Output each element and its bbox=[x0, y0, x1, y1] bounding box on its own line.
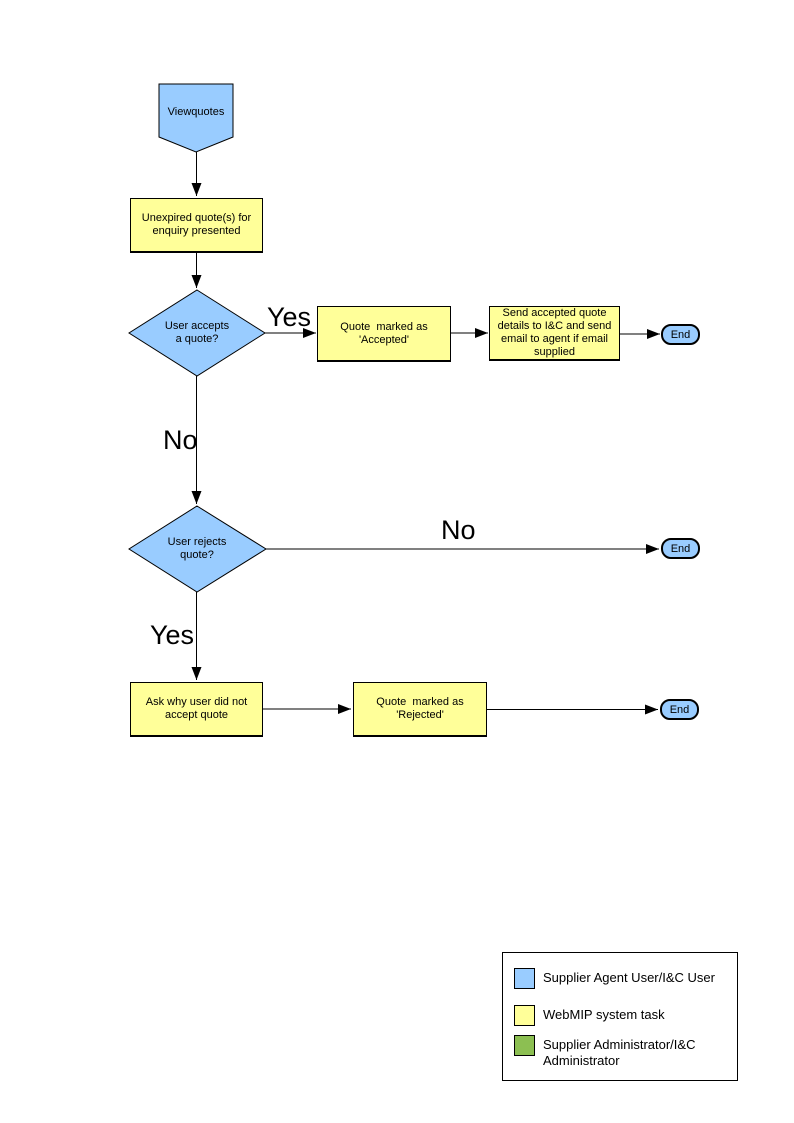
legend-label-supplier-administrator: Supplier Administrator/I&C Administrator bbox=[543, 1037, 696, 1068]
ask-why-task: Ask why user did not accept quote bbox=[130, 682, 263, 737]
legend-swatch-supplier-agent-user bbox=[514, 968, 535, 989]
legend-swatch-webmip-system-task bbox=[514, 1005, 535, 1026]
start-off-page-connector-shape bbox=[158, 83, 234, 153]
legend-label-supplier-agent-user: Supplier Agent User/I&C User bbox=[543, 970, 715, 985]
legend-label-webmip-system-task: WebMIP system task bbox=[543, 1007, 665, 1022]
end-terminator-2: End bbox=[661, 538, 700, 559]
legend-swatch-supplier-administrator bbox=[514, 1035, 535, 1056]
end-terminator-3: End bbox=[660, 699, 699, 720]
edge-label-accept-yes: Yes bbox=[267, 302, 312, 332]
send-details-task: Send accepted quote details to I&C and s… bbox=[489, 306, 620, 361]
legend: Supplier Agent User/I&C User WebMIP syst… bbox=[502, 952, 738, 1081]
edge-label-reject-yes: Yes bbox=[150, 620, 195, 650]
quote-accepted-task: Quote marked as 'Accepted' bbox=[317, 306, 451, 362]
decision-accept-diamond bbox=[128, 289, 266, 377]
present-quotes-task: Unexpired quote(s) for enquiry presented bbox=[130, 198, 263, 253]
end-terminator-1: End bbox=[661, 324, 700, 345]
edge-label-accept-no: No bbox=[163, 425, 198, 455]
edge-label-reject-no: No bbox=[441, 515, 476, 545]
quote-rejected-task: Quote marked as 'Rejected' bbox=[353, 682, 487, 737]
decision-reject-diamond bbox=[128, 505, 267, 593]
